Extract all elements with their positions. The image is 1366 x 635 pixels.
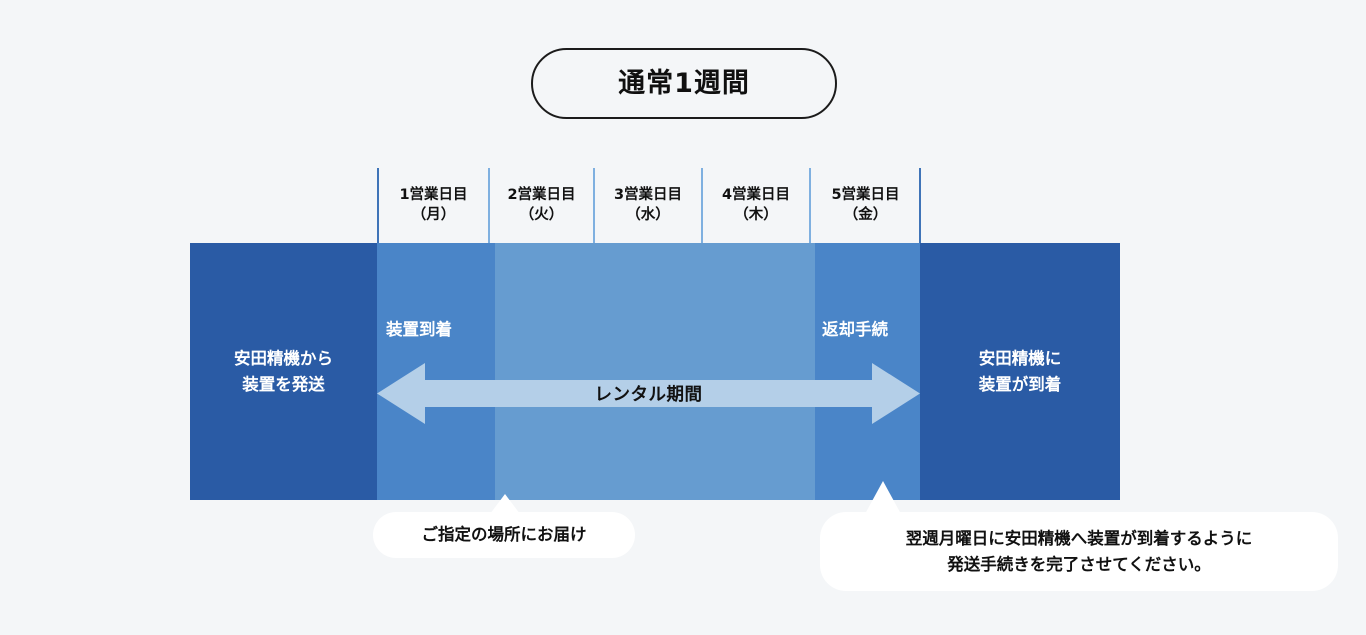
day-header-4: 4営業日目 （木） [701,168,809,243]
band-segment-return-destination [920,243,1120,500]
callout-delivery-tail [490,494,520,514]
day-header-2: 2営業日目 （火） [488,168,593,243]
right-panel-line2: 装置が到着 [978,374,1062,394]
right-panel-text: 安田精機に 装置が到着 [920,243,1120,500]
left-panel-text: 安田精機から 装置を発送 [190,243,377,500]
day-header-5: 5営業日目 （金） [809,168,920,243]
day-header-3-dow: （水） [626,206,670,223]
timeline-band: 安田精機から 装置を発送 安田精機に 装置が到着 装置到着 返却手続 レンタル期… [190,243,1120,500]
band-segment-shipment-origin [190,243,377,500]
callout-delivery: ご指定の場所にお届け [373,512,635,558]
day-header-3: 3営業日目 （水） [593,168,701,243]
left-panel-line1: 安田精機から [234,348,333,368]
day-header-row: 1営業日目 （月） 2営業日目 （火） 3営業日目 （水） 4営業日目 （木） … [377,168,920,243]
rental-period-label-wrap: レンタル期間 [377,361,920,426]
day-header-1-label: 1営業日目 [399,186,468,203]
day-header-4-label: 4営業日目 [721,186,791,203]
callout-return-line1: 翌週月曜日に安田精機へ装置が到着するように [905,528,1253,548]
day-header-2-dow: （火） [519,206,564,223]
marker-label-return: 返却手続 [822,320,888,339]
title-pill-label: 通常1週間 [618,68,750,99]
band-segment-days2-4 [495,243,815,500]
day-header-5-dow: （金） [843,206,888,223]
callout-return-tail [865,481,901,514]
day-header-2-label: 2営業日目 [507,186,576,203]
band-segment-day1 [377,243,495,500]
callout-return-text: 翌週月曜日に安田精機へ装置が到着するように 発送手続きを完了させてください。 [906,526,1253,577]
callout-delivery-text: ご指定の場所にお届け [421,525,587,545]
rental-period-arrow [377,361,920,426]
band-segment-day5 [815,243,920,500]
day-header-4-dow: （木） [734,206,778,223]
right-panel-line1: 安田精機に [978,348,1062,368]
day-header-1: 1営業日目 （月） [377,168,488,243]
day-header-end-divider [919,168,921,243]
day-header-3-label: 3営業日目 [613,186,683,203]
left-panel-line2: 装置を発送 [242,374,325,394]
marker-label-arrival: 装置到着 [386,320,452,339]
rental-period-label: レンタル期間 [594,385,703,405]
callout-return: 翌週月曜日に安田精機へ装置が到着するように 発送手続きを完了させてください。 [820,512,1338,591]
day-header-1-dow: （月） [411,206,456,223]
callout-return-line2: 発送手続きを完了させてください。 [947,554,1211,574]
title-pill: 通常1週間 [531,48,837,119]
day-header-5-label: 5営業日目 [831,186,900,203]
